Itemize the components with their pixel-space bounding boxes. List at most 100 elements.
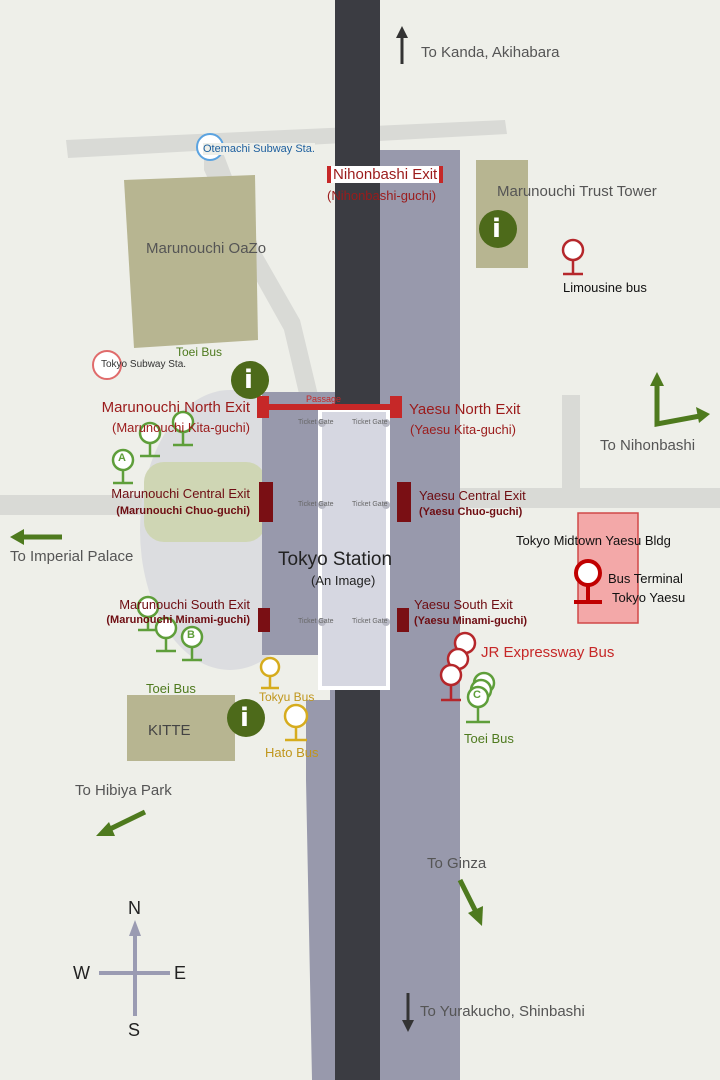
terminal-stop-circle bbox=[574, 559, 602, 587]
gate-dot bbox=[318, 419, 326, 427]
direction-arrows bbox=[10, 26, 710, 1032]
compass-e: E bbox=[174, 963, 187, 983]
ticket-gate-label: Ticket Gate bbox=[352, 501, 388, 508]
direction-imperial-palace: To Imperial Palace bbox=[10, 548, 134, 565]
direction-hibiya: To Hibiya Park bbox=[75, 782, 172, 799]
gate-dot bbox=[382, 419, 390, 427]
gate-dot bbox=[318, 618, 326, 626]
exit-nihonbashi-sub: (Nihonbashi-guchi) bbox=[327, 188, 437, 203]
direction-ginza: To Ginza bbox=[427, 855, 487, 872]
arrow-west-head-icon bbox=[10, 529, 24, 545]
gold-bus-stops bbox=[259, 656, 309, 742]
bus-terminal-label-line1: Bus Terminal bbox=[608, 571, 683, 586]
stop-letter-a: A bbox=[118, 452, 126, 464]
exit-yaesu-north-sub: (Yaesu Kita-guchi) bbox=[410, 422, 516, 437]
station-subtitle: (An Image) bbox=[311, 573, 376, 588]
ticket-gate-label: Ticket Gate bbox=[298, 501, 334, 508]
exit-yaesu-central-name: Yaesu Central Exit bbox=[419, 488, 526, 503]
bus-terminal-stop-icon bbox=[574, 559, 602, 604]
exit-yaesu-south-name: Yaesu South Exit bbox=[414, 597, 513, 612]
otemachi-station-label: Otemachi Subway Sta. bbox=[203, 143, 315, 155]
roads bbox=[0, 120, 720, 515]
exit-yaesu-north-name: Yaesu North Exit bbox=[409, 401, 521, 418]
exit-marker-yaesu-south bbox=[397, 608, 409, 632]
exit-marker-marunouchi-central bbox=[259, 482, 273, 522]
exit-yaesu-central-sub: (Yaesu Chuo-guchi) bbox=[419, 506, 523, 518]
marunouchi-green bbox=[144, 462, 266, 542]
exit-marunouchi-south-sub: (Marunouchi Minami-guchi) bbox=[106, 614, 250, 626]
arrow-ne-right-head-icon bbox=[696, 407, 710, 423]
station-platform bbox=[318, 408, 390, 690]
exit-marunouchi-central-name: Marunouchi Central Exit bbox=[111, 486, 250, 501]
building-trust-tower-label: Marunouchi Trust Tower bbox=[497, 183, 657, 200]
exit-marunouchi-north-name: Marunouchi North Exit bbox=[101, 399, 250, 416]
info-icon-north bbox=[479, 210, 517, 248]
toei-bus-north-label: Toei Bus bbox=[176, 345, 223, 359]
bus-terminal-label-line2: Tokyo Yaesu bbox=[612, 590, 686, 605]
compass-north-head bbox=[129, 920, 141, 936]
building-midtown-label: Tokyo Midtown Yaesu Bldg bbox=[516, 533, 671, 548]
compass-icon bbox=[99, 920, 170, 1016]
hato-bus-label: Hato Bus bbox=[265, 745, 319, 760]
jr-expressway-bus-label: JR Expressway Bus bbox=[481, 644, 615, 661]
arrow-southwest-icon bbox=[106, 809, 147, 833]
arrow-ne-up-head-icon bbox=[650, 372, 664, 386]
tokyo-subway-station-label: Tokyo Subway Sta. bbox=[101, 359, 187, 370]
exit-yaesu-south-sub: (Yaesu Minami-guchi) bbox=[414, 615, 528, 627]
passage-end-east bbox=[390, 396, 402, 418]
stop-letter-b: B bbox=[187, 629, 195, 641]
tokyu-bus-label: Tokyu Bus bbox=[259, 690, 315, 704]
building-kitte bbox=[127, 695, 235, 761]
gate-dots bbox=[318, 419, 390, 626]
toei-bus-east-label: Toei Bus bbox=[464, 731, 514, 746]
passage-end-west bbox=[257, 396, 269, 418]
red-bus-stops bbox=[439, 238, 585, 702]
limousine-bus-stop-icon bbox=[561, 238, 585, 262]
arrow-northeast-icon bbox=[654, 383, 701, 428]
arrow-southwest-head-icon bbox=[96, 822, 115, 836]
arrow-southeast-head-icon bbox=[468, 906, 483, 926]
toei-bus-stops bbox=[111, 410, 496, 724]
arrow-south-head-icon bbox=[402, 1020, 414, 1032]
direction-kanda: To Kanda, Akihabara bbox=[421, 44, 560, 61]
station-name: Tokyo Station bbox=[278, 549, 393, 570]
direction-nihonbashi: To Nihonbashi bbox=[600, 437, 696, 454]
arrow-southeast-icon bbox=[457, 878, 479, 914]
exit-marunouchi-south-name: Marunouchi South Exit bbox=[119, 597, 250, 612]
arrow-north-head-icon bbox=[396, 26, 408, 38]
exit-markers bbox=[258, 482, 411, 632]
hato-bus-stop-icon bbox=[283, 703, 309, 729]
stop-letter-c: C bbox=[473, 689, 481, 701]
gate-dot bbox=[382, 618, 390, 626]
ticket-gate-label: Ticket Gate bbox=[352, 419, 388, 426]
tokyo-subway-station-icon bbox=[92, 350, 122, 380]
passage-label: Passage bbox=[306, 394, 342, 404]
limousine-bus-label: Limousine bus bbox=[563, 280, 647, 295]
info-icon-marunouchi-glyph: i bbox=[244, 365, 253, 395]
road-north bbox=[66, 120, 507, 158]
compass-w: W bbox=[73, 963, 90, 983]
road-east-north bbox=[562, 395, 580, 495]
exit-marker-marunouchi-south bbox=[258, 608, 270, 632]
direction-yurakucho: To Yurakucho, Shinbashi bbox=[420, 1003, 585, 1020]
building-oazo-label: Marunouchi OaZo bbox=[146, 240, 267, 257]
toei-bus-southwest-label: Toei Bus bbox=[146, 681, 196, 696]
passage-bar bbox=[262, 404, 402, 410]
road-east bbox=[455, 488, 720, 508]
gate-dot bbox=[318, 501, 326, 509]
exit-marunouchi-central-sub: (Marunouchi Chuo-guchi) bbox=[116, 505, 250, 517]
jr-bus-stop-icon bbox=[439, 663, 463, 687]
info-icon-south bbox=[227, 699, 265, 737]
exit-nihonbashi-name: Nihonbashi Exit bbox=[327, 166, 444, 183]
exit-marker-yaesu-central bbox=[397, 482, 411, 522]
gate-dot bbox=[382, 501, 390, 509]
ticket-gate-label: Ticket Gate bbox=[352, 618, 388, 625]
exit-marunouchi-north-sub: (Marunouchi Kita-guchi) bbox=[111, 420, 250, 435]
building-kitte-label: KITTE bbox=[148, 722, 191, 739]
info-icon-south-glyph: i bbox=[240, 703, 249, 733]
ticket-gate-label: Ticket Gate bbox=[298, 618, 334, 625]
ticket-gate-label: Ticket Gate bbox=[298, 419, 334, 426]
tokyu-bus-stop-icon bbox=[259, 656, 281, 678]
